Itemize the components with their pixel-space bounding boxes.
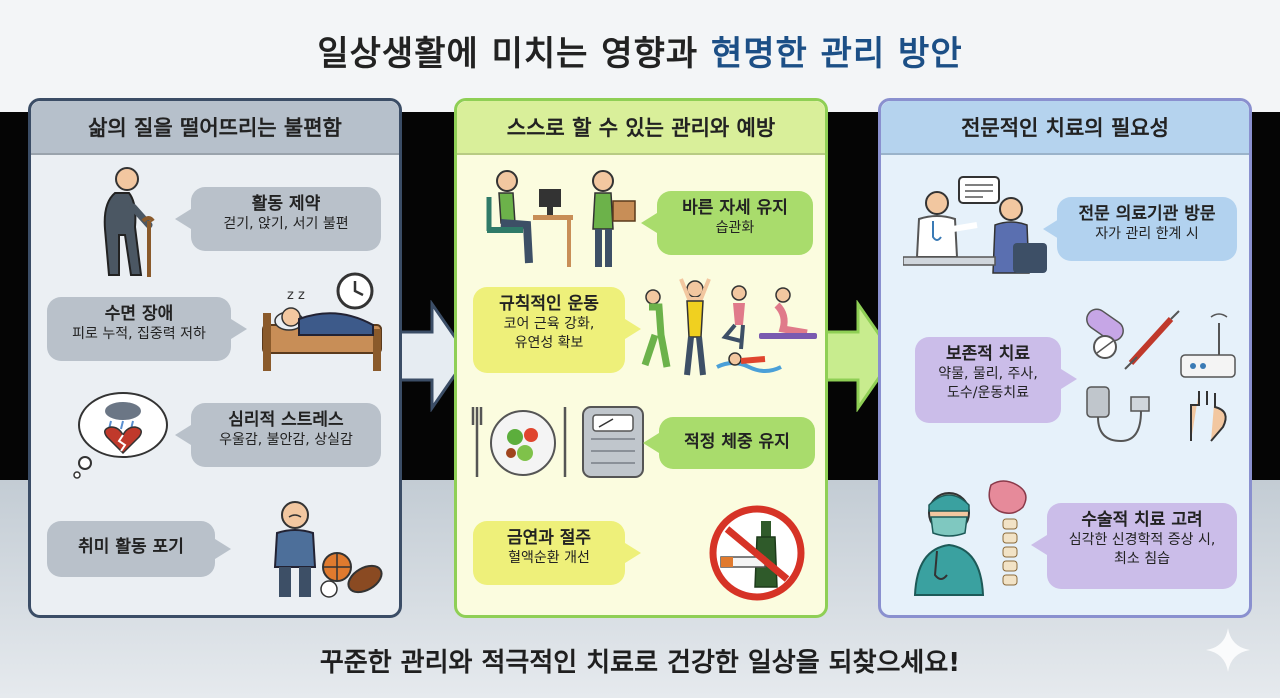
surgeon-spine-icon <box>913 480 1027 596</box>
arrow-right-icon <box>396 300 470 412</box>
bubble-no-smoking: 금연과 절주 혈액순환 개선 <box>473 521 625 585</box>
bubble-visit: 전문 의료기관 방문 자가 관리 한계 시 <box>1057 197 1237 261</box>
broken-heart-cloud-icon <box>73 392 168 479</box>
exercise-people-icon <box>641 278 817 376</box>
bubble-sleep: 수면 장애 피로 누적, 집중력 저하 <box>47 297 231 361</box>
panel-treatment: 전문적인 치료의 필요성 전문 의료기관 방문 자가 관리 한계 시 보존적 치… <box>878 98 1252 618</box>
bubble-posture: 바른 자세 유지 습관화 <box>657 191 813 255</box>
page-title: 일상생활에 미치는 영향과 현명한 관리 방안 <box>0 26 1280 75</box>
bubble-weight: 적정 체중 유지 <box>659 417 815 469</box>
panel-heading: 전문적인 치료의 필요성 <box>881 101 1249 155</box>
sad-person-balls-icon <box>273 501 383 598</box>
panel-heading: 삶의 질을 떨어뜨리는 불편함 <box>31 101 399 155</box>
elderly-cane-icon <box>103 167 155 277</box>
bubble-hobby: 취미 활동 포기 <box>47 521 215 577</box>
bubble-surgery: 수술적 치료 고려 심각한 신경학적 증상 시, 최소 침습 <box>1047 503 1237 589</box>
title-main: 일상생활에 미치는 영향과 <box>317 34 699 74</box>
bubble-stress: 심리적 스트레스 우울감, 불안감, 상실감 <box>191 403 381 467</box>
panel-self-care: 스스로 할 수 있는 관리와 예방 바른 자세 유지 습관화 규칙적인 운동 코… <box>454 98 828 618</box>
title-highlight: 현명한 관리 방안 <box>710 34 963 74</box>
posture-desk-icon <box>486 170 636 267</box>
panel-discomfort: 삶의 질을 떨어뜨리는 불편함 활동 제약 걷기, 앉기, 서기 불편 수면 장… <box>28 98 402 618</box>
bubble-conservative: 보존적 치료 약물, 물리, 주사, 도수/운동치료 <box>915 337 1061 423</box>
panel-heading: 스스로 할 수 있는 관리와 예방 <box>457 101 825 155</box>
background-top <box>0 0 1280 112</box>
medical-tools-icon <box>1086 308 1236 443</box>
sparkle-icon <box>1206 628 1250 672</box>
salad-scale-icon <box>471 406 644 478</box>
arrow-right-icon <box>822 300 896 412</box>
sleeping-clock-icon: z z <box>262 272 382 371</box>
bubble-exercise: 규칙적인 운동 코어 근육 강화, 유연성 확보 <box>473 287 625 373</box>
no-smoking-drinking-icon <box>709 505 805 601</box>
svg-text:z z: z z <box>287 288 305 303</box>
doctor-consult-icon <box>903 176 1047 274</box>
bubble-activity: 활동 제약 걷기, 앉기, 서기 불편 <box>191 187 381 251</box>
footer-message: 꾸준한 관리와 적극적인 치료로 건강한 일상을 되찾으세요! <box>319 648 961 678</box>
